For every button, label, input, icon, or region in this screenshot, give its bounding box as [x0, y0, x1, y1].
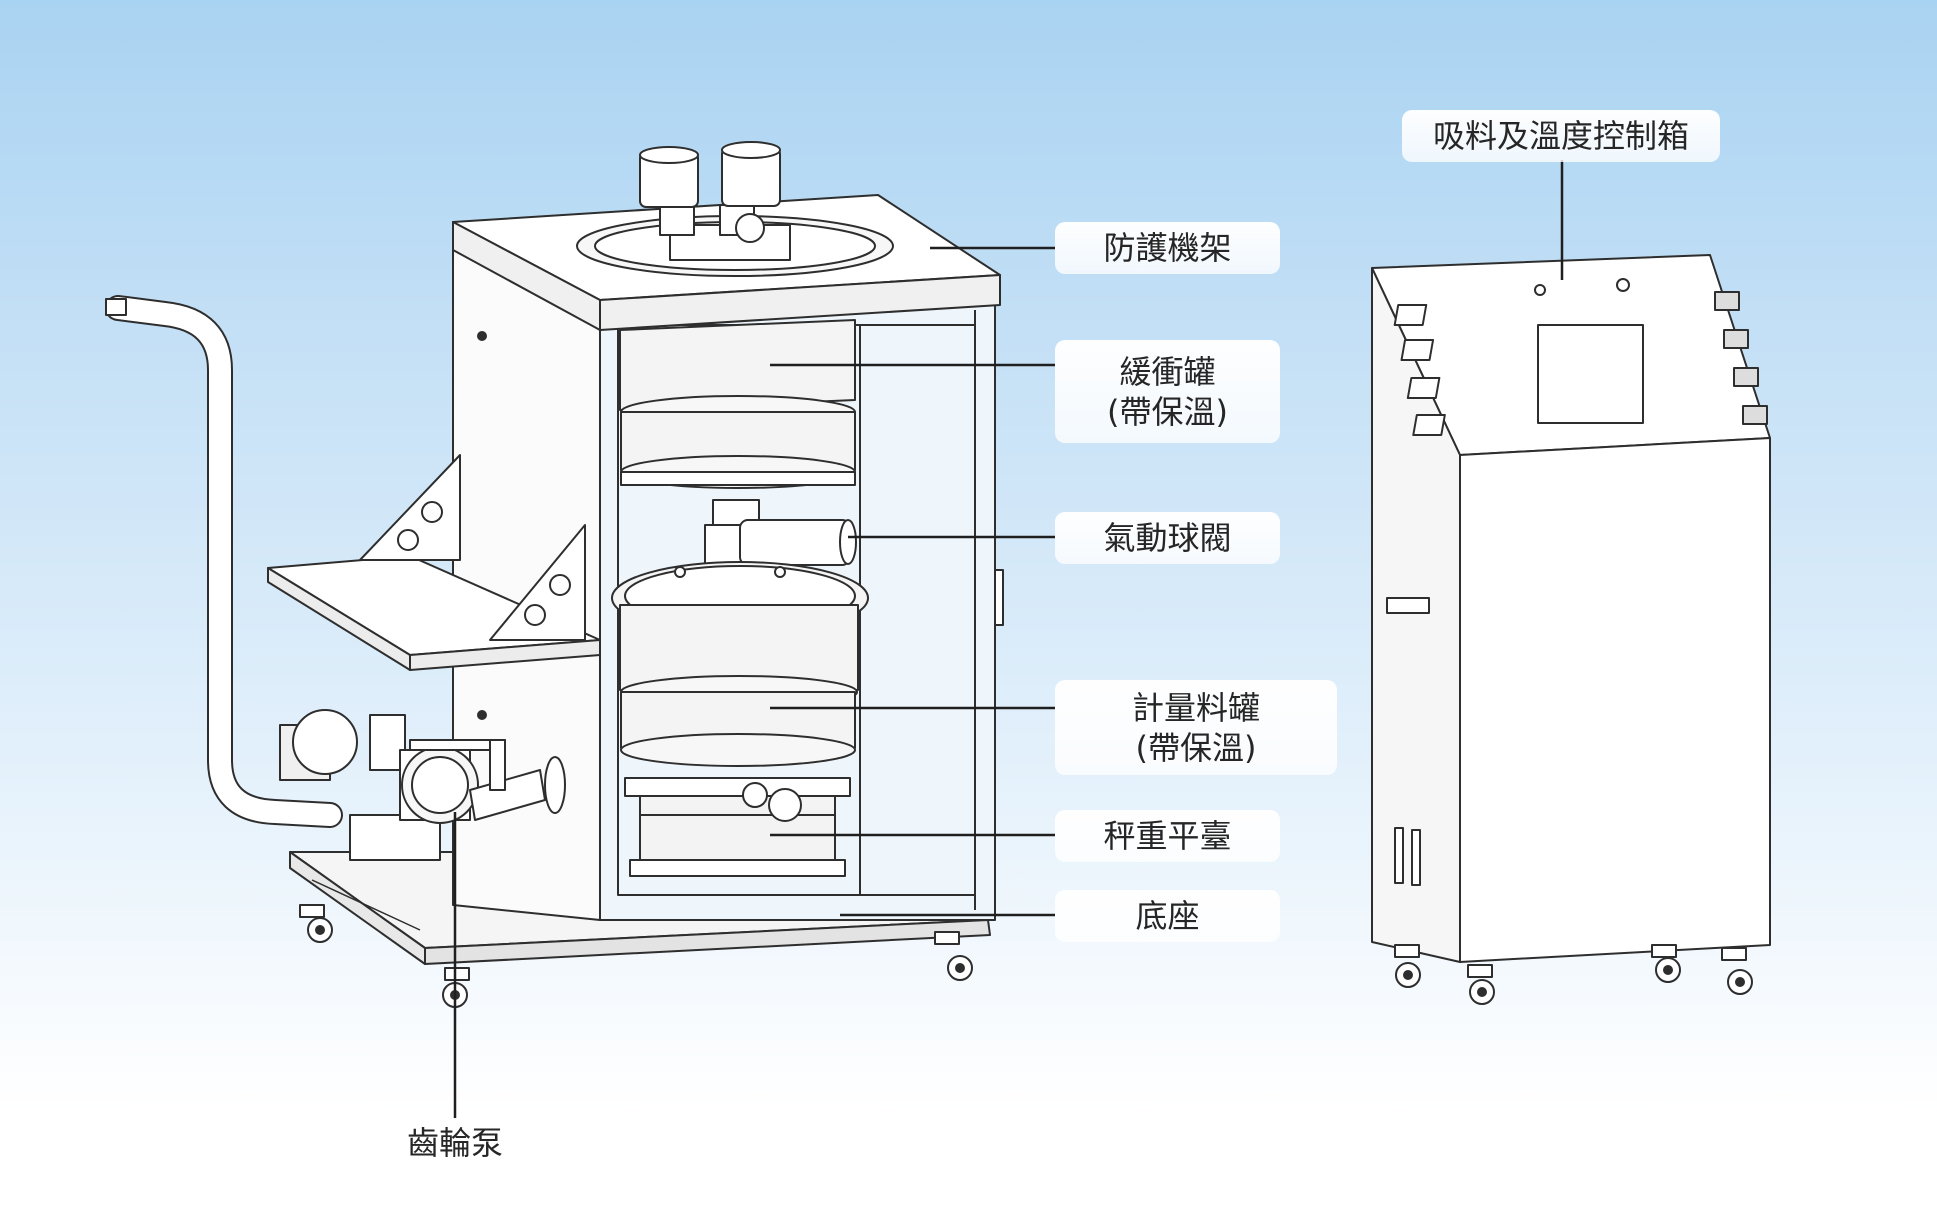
label-text: 計量料罐	[1131, 688, 1260, 727]
label-text: 防護機架	[1103, 229, 1232, 267]
side-shelf	[267, 454, 601, 671]
label-weighing-platform: 秤重平臺	[1055, 810, 1280, 862]
label-metering-tank: 計量料罐 (帶保溫)	[1055, 680, 1337, 775]
leader-lines	[453, 160, 1564, 1120]
label-text: 秤重平臺	[1103, 817, 1232, 855]
label-text: 底座	[1135, 897, 1200, 935]
label-text: 氣動球閥	[1103, 519, 1232, 557]
hose-nozzle	[105, 298, 127, 316]
caster-wheel	[1467, 964, 1495, 1005]
label-buffer-tank: 緩衝罐 (帶保溫)	[1055, 340, 1280, 443]
metering-tank	[611, 561, 869, 767]
caster-wheel	[299, 904, 333, 943]
gear-pump	[279, 709, 566, 861]
top-cover	[452, 141, 1001, 331]
label-pneumatic-ball-valve: 氣動球閥	[1055, 512, 1280, 564]
label-text: 齒輪泵	[406, 1124, 503, 1162]
caster-wheel	[1394, 944, 1421, 988]
control-box-front	[1459, 437, 1771, 963]
caster-wheel	[934, 931, 973, 981]
label-control-box: 吸料及溫度控制箱	[1402, 110, 1720, 162]
label-protective-frame: 防護機架	[1055, 222, 1280, 274]
suction-hose-inner	[107, 297, 341, 826]
caster-wheel	[1651, 944, 1681, 983]
label-text: 吸料及溫度控制箱	[1432, 117, 1689, 155]
label-text: 緩衝罐	[1119, 352, 1216, 391]
label-base: 底座	[1055, 890, 1280, 942]
panel-buttons	[1393, 291, 1768, 436]
main-unit	[105, 141, 1004, 1008]
weighing-platform	[624, 777, 851, 877]
control-box	[1371, 254, 1771, 1005]
side-handle	[1386, 597, 1430, 614]
label-note: (帶保溫)	[1135, 728, 1257, 767]
caster-wheel	[1721, 947, 1753, 995]
buffer-tank	[619, 319, 856, 489]
display-screen	[1537, 324, 1644, 424]
label-gear-pump: 齒輪泵	[345, 1118, 565, 1168]
label-note: (帶保溫)	[1107, 392, 1228, 431]
